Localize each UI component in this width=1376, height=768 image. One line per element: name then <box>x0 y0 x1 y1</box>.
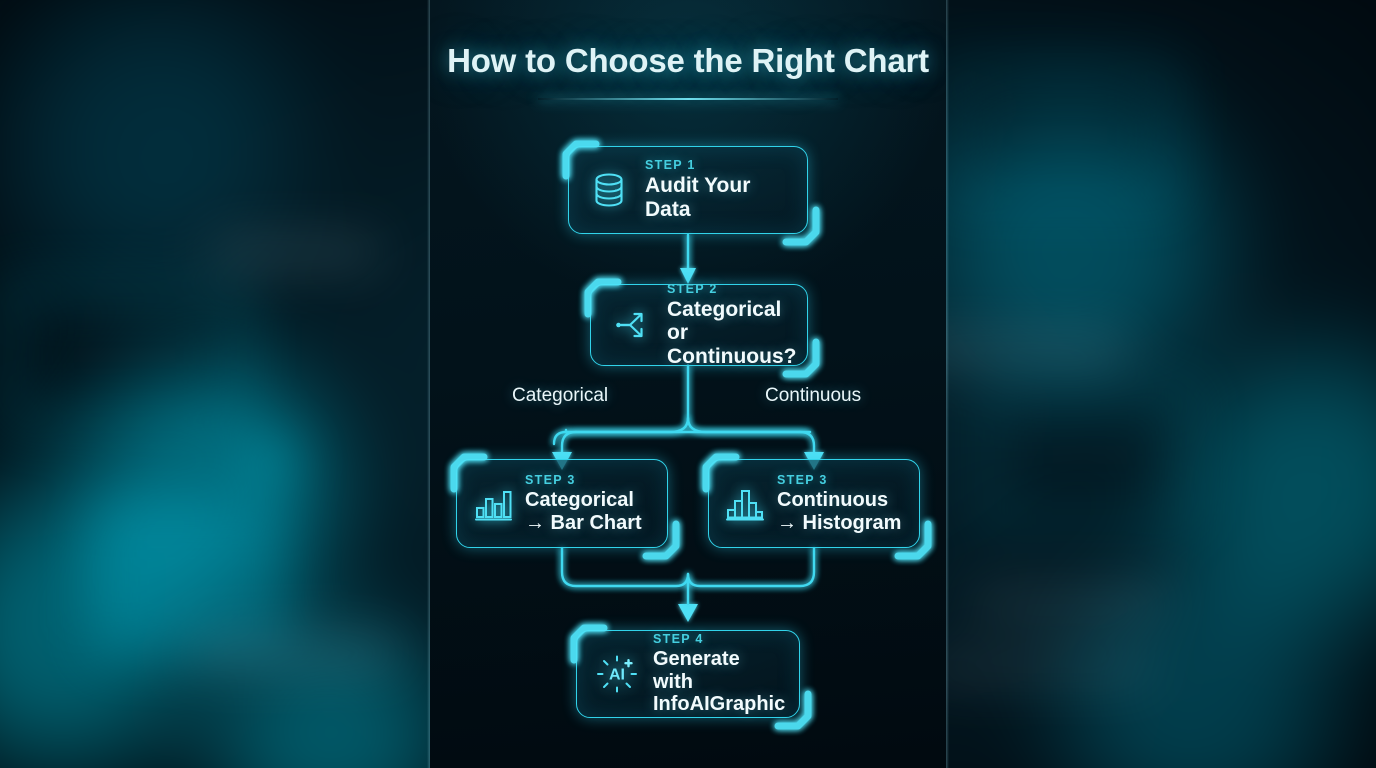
step-title-line2: InfoAIGraphic <box>653 693 786 716</box>
card-text-step1: STEP 1 Audit Your Data <box>645 158 789 221</box>
database-icon <box>587 168 631 212</box>
card-text-step3-right: STEP 3 Continuous → Histogram <box>777 473 901 534</box>
flow-node-step2[interactable]: STEP 2 Categorical or Continuous? <box>584 278 820 378</box>
step-kicker: STEP 4 <box>653 632 704 647</box>
step-title-line2: Continuous? <box>667 344 797 368</box>
step-kicker: STEP 3 <box>777 473 828 488</box>
step-title-line1: Categorical or <box>667 297 782 345</box>
ai-sparkle-icon: AI <box>595 652 639 696</box>
branch-split-icon <box>609 303 653 347</box>
card-text-step4: STEP 4 Generate with InfoAIGraphic <box>653 632 785 715</box>
branch-label-continuous: Continuous <box>765 385 862 406</box>
flow-node-step4[interactable]: AI STEP 4 Generate with InfoAIGraphic <box>570 624 812 730</box>
page-title: How to Choose the Right Chart <box>447 42 929 79</box>
card-text-step3-left: STEP 3 Categorical → Bar Chart <box>525 473 642 534</box>
step-title-line2: → Bar Chart <box>525 511 642 534</box>
flow-node-step1[interactable]: STEP 1 Audit Your Data <box>562 140 820 246</box>
infographic-panel: How to Choose the Right Chart <box>430 0 946 768</box>
step-kicker: STEP 1 <box>645 158 696 173</box>
corner-bracket-top-left <box>448 451 488 493</box>
card-text-step2: STEP 2 Categorical or Continuous? <box>667 282 796 369</box>
corner-bracket-top-left <box>568 622 608 664</box>
step-title-line1: Continuous <box>777 489 889 512</box>
step-title-line1: Generate with <box>653 648 740 693</box>
panel-right-edge <box>946 0 949 768</box>
step-title-line1: Categorical <box>525 489 634 512</box>
corner-bracket-top-left <box>700 451 740 493</box>
flow-node-step3-right[interactable]: STEP 3 Continuous → Histogram <box>702 453 932 560</box>
flow-node-step3-left[interactable]: STEP 3 Categorical → Bar Chart <box>450 453 680 560</box>
branch-label-categorical: Categorical <box>512 385 609 406</box>
corner-bracket-bottom-right <box>642 520 680 560</box>
step-kicker: STEP 2 <box>667 281 718 296</box>
bar-chart-icon <box>471 482 515 526</box>
title-block: How to Choose the Right Chart <box>430 42 946 100</box>
panel-left-edge <box>427 0 430 768</box>
histogram-icon <box>723 482 767 526</box>
step-title: Audit Your Data <box>645 174 751 221</box>
corner-bracket-top-left <box>560 138 600 180</box>
svg-text:AI: AI <box>609 667 625 684</box>
title-divider <box>538 98 838 100</box>
step-title-line2: → Histogram <box>777 511 902 534</box>
step-kicker: STEP 3 <box>525 473 576 488</box>
